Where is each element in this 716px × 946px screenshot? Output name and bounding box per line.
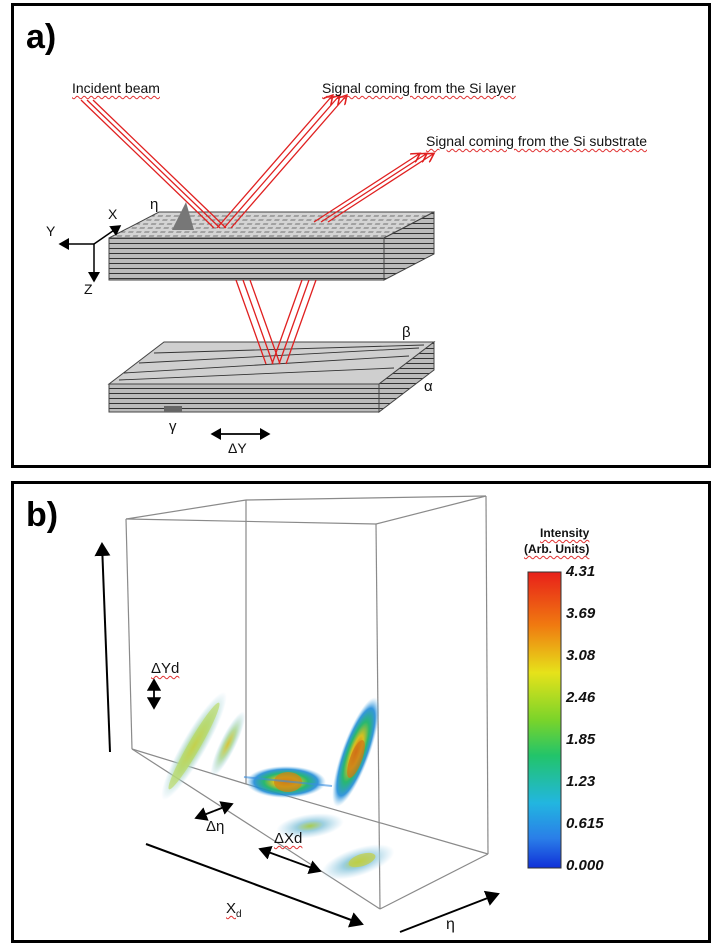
panel-b-plot: [94, 495, 562, 933]
bounding-box: [125, 495, 489, 910]
colorbar-tick: 0.000: [566, 857, 604, 874]
signal-layer-beam: [216, 96, 346, 229]
eta-label: η: [150, 196, 159, 213]
si-layer-slab: [108, 202, 435, 281]
colorbar-tick: 0.615: [566, 815, 604, 832]
signal-layer-label: Signal coming from the Si layer: [322, 80, 516, 96]
delta-y-label: ΔY: [228, 440, 247, 456]
panel-b-label: b): [26, 496, 59, 534]
eta-axis-label: η: [446, 916, 455, 933]
x-axis-sub: d: [236, 909, 242, 920]
transmitted-beam: [235, 279, 317, 365]
colorbar-tick: 3.08: [566, 647, 596, 664]
axis-x-label: X: [108, 206, 118, 222]
signal-substrate-label: Signal coming from the Si substrate: [426, 133, 647, 149]
incident-beam: [80, 99, 227, 229]
si-substrate-slab: [107, 340, 436, 414]
colorbar-title-1: Intensity: [540, 526, 590, 540]
panel-b: b): [11, 481, 711, 943]
panel-a-diagram: [58, 6, 436, 440]
gamma-label: γ: [169, 418, 177, 435]
panel-a: a): [11, 3, 711, 468]
delta-yd-label: ΔYd: [151, 660, 180, 677]
coordinate-axes: [58, 225, 122, 283]
colorbar-tick: 1.23: [566, 773, 596, 790]
diffraction-signal: [161, 691, 395, 880]
alpha-label: α: [424, 378, 433, 395]
colorbar-tick: 4.31: [566, 563, 596, 580]
dimension-arrows: [146, 678, 322, 875]
colorbar: [527, 571, 562, 869]
delta-xd-label: ΔXd: [274, 830, 303, 847]
axis-y-label: Y: [46, 223, 56, 239]
x-axis-main: X: [226, 900, 237, 917]
colorbar-tick: 1.85: [566, 731, 596, 748]
signal-substrate-beam: [313, 154, 433, 223]
incident-beam-label: Incident beam: [72, 80, 160, 96]
delta-eta-label: Δη: [206, 818, 225, 835]
panel-a-label: a): [26, 18, 57, 56]
colorbar-tick: 3.69: [566, 605, 596, 622]
x-axis-label: Xd: [226, 900, 242, 920]
colorbar-tick: 2.46: [566, 689, 596, 706]
axis-arrows: [94, 542, 500, 933]
axis-z-label: Z: [84, 281, 93, 297]
beta-label: β: [402, 324, 411, 341]
colorbar-title-2: (Arb. Units): [524, 542, 590, 556]
